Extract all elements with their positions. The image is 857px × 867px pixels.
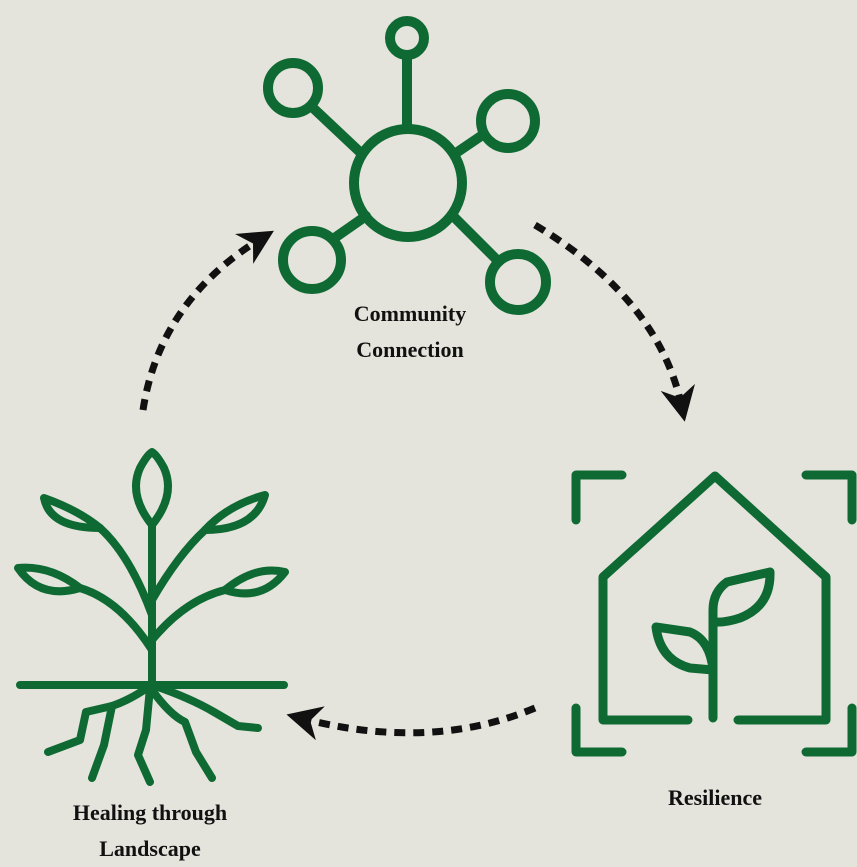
tree-with-roots-icon [14, 448, 289, 786]
arrow-resilience-to-healing [286, 704, 537, 741]
leaf-lower-left [14, 563, 84, 596]
resilience-label-line1: Resilience [667, 785, 763, 810]
sprout-right-leaf [708, 567, 775, 723]
arrow-healing-to-community [139, 230, 274, 411]
hub-center-circle [349, 124, 467, 242]
leaf-upper-right [201, 491, 269, 534]
healing-label-line2: Landscape [99, 836, 201, 861]
hub-node-top [385, 16, 429, 60]
sprout-left-leaf [651, 622, 718, 675]
hub-node-bottom-right [485, 249, 551, 315]
leaf-lower-right [221, 566, 289, 598]
healing-label-line1: Healing through [72, 800, 228, 825]
house-outline [598, 471, 831, 725]
house-with-sprout-icon [571, 470, 857, 757]
leaf-top [132, 448, 172, 529]
community-label-line1: Community [353, 301, 467, 326]
hub-node-top-right [476, 89, 540, 153]
arrow-community-to-resilience [533, 221, 695, 422]
frame-corner-tr [801, 470, 857, 525]
frame-corner-tl [571, 470, 627, 525]
cycle-arrows [139, 221, 695, 741]
community-connection-label: Community Connection [310, 296, 510, 368]
roots [44, 682, 262, 786]
hub-node-bottom-left [278, 226, 346, 294]
healing-through-landscape-label: Healing through Landscape [40, 795, 260, 867]
community-label-line2: Connection [356, 337, 464, 362]
leaf-upper-left [40, 494, 104, 532]
resilience-label: Resilience [615, 780, 815, 816]
frame-corner-bl [571, 703, 627, 757]
network-hub-icon [263, 16, 551, 315]
hub-node-top-left [263, 58, 323, 118]
frame-corner-br [801, 703, 857, 757]
